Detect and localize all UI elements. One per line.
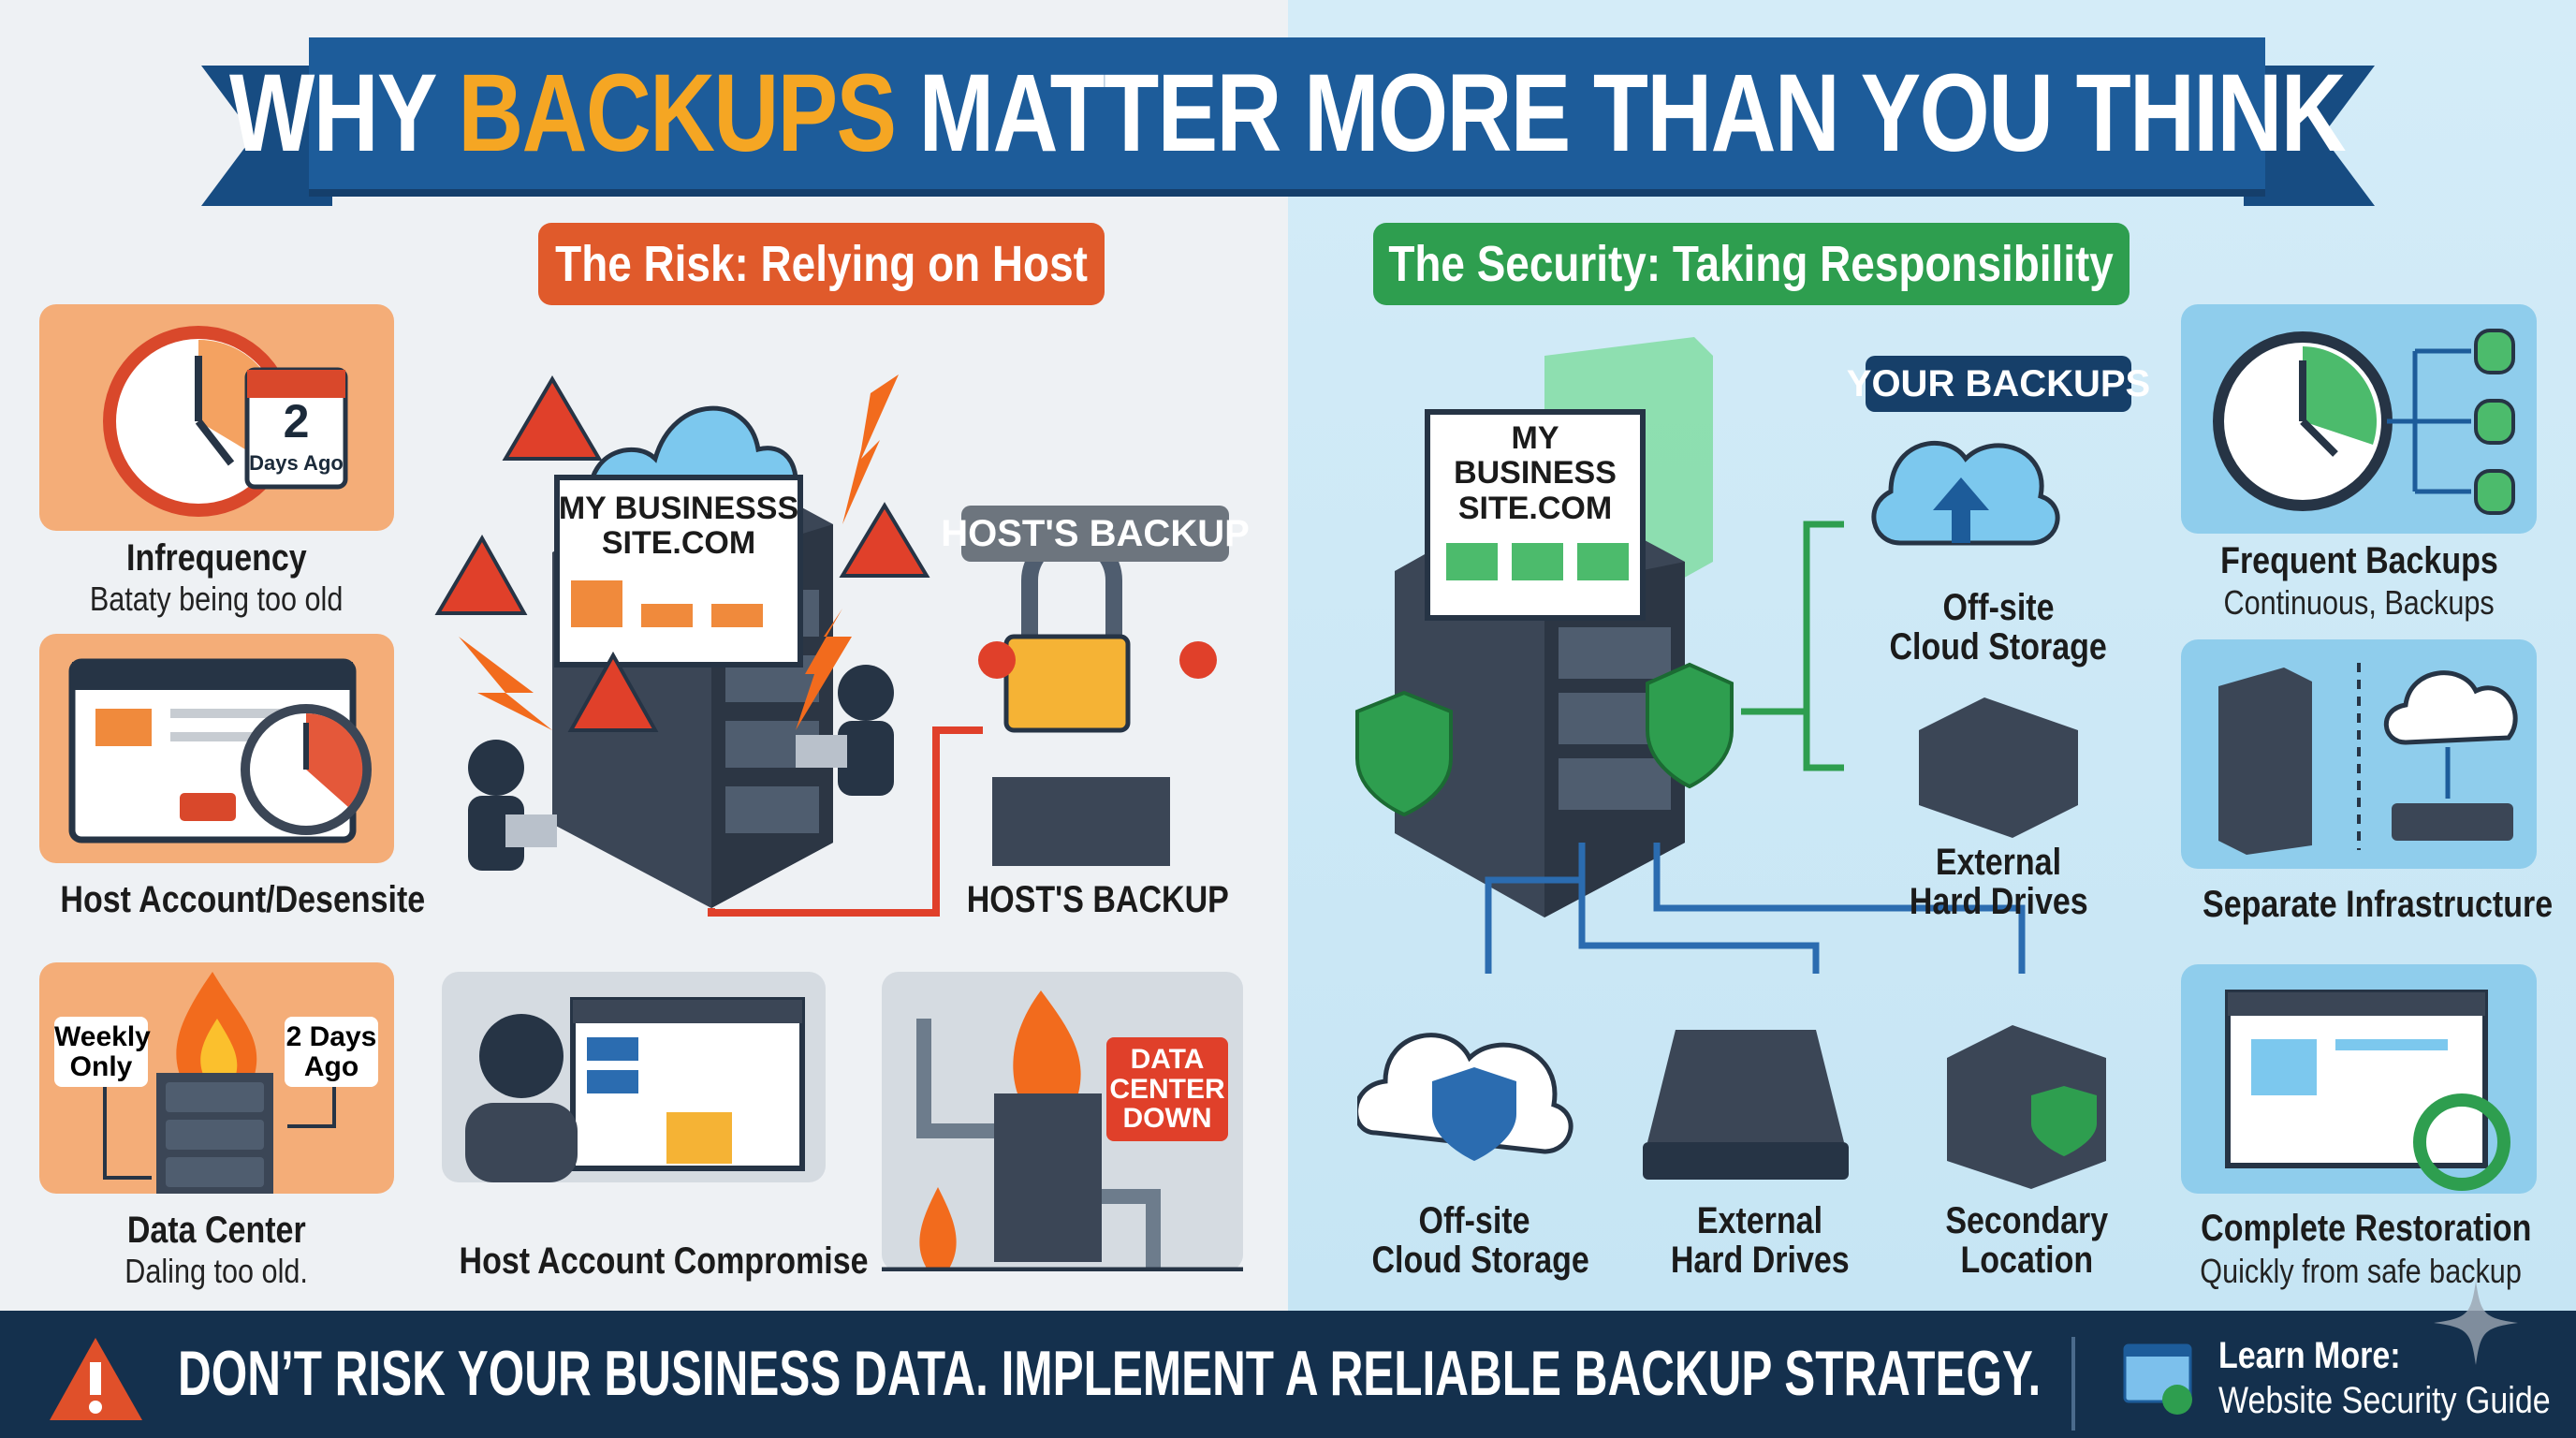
browser-timer-icon xyxy=(68,658,372,844)
website-security-guide-link[interactable]: Website Security Guide xyxy=(2218,1380,2551,1421)
separate-infrastructure-card xyxy=(2181,639,2537,869)
hosts-backup-badge: HOST'S BACKUP xyxy=(941,506,1250,562)
hacker-deleting-files-icon xyxy=(465,997,805,1182)
security-heading: The Security: Taking Responsibility xyxy=(1373,223,2130,305)
infrequency-card: 2 Days Ago xyxy=(39,304,394,531)
complete-restoration-title: Complete Restoration xyxy=(2201,1208,2532,1249)
data-center-fire-icon xyxy=(882,990,1243,1272)
compromised-server-illustration xyxy=(434,374,1217,917)
data-center-down-callout: DATA CENTER DOWN xyxy=(1106,1037,1228,1141)
warning-icon xyxy=(50,1338,142,1420)
frequent-backups-card xyxy=(2181,304,2537,534)
frequent-backups-title: Frequent Backups xyxy=(2219,540,2498,581)
frequent-backups-subtitle: Continuous, Backups xyxy=(2223,583,2495,622)
two-days-ago-tag: 2 Days Ago xyxy=(285,1017,378,1087)
backup-targets-icons xyxy=(1357,1025,2106,1189)
browser-restore-icon xyxy=(2225,990,2510,1191)
page-title: WHY BACKUPS MATTER MORE THAN YOU THINK xyxy=(229,51,2347,175)
server-cloud-icon xyxy=(2218,663,2518,855)
security-site-label: MY BUSINESS SITE.COM xyxy=(1454,420,1617,526)
data-center-subtitle: Daling too old. xyxy=(124,1252,309,1290)
title-banner: WHY BACKUPS MATTER MORE THAN YOU THINK xyxy=(229,37,2347,197)
host-account-card xyxy=(39,634,394,863)
infrequency-title: Infrequency xyxy=(126,537,307,579)
clock-calendar-icon xyxy=(103,326,348,517)
host-account-title: Host Account/Desensite xyxy=(60,879,426,920)
data-center-title: Data Center xyxy=(127,1210,306,1251)
calendar-text: Days Ago xyxy=(249,451,344,475)
risk-site-label: MY BUSINESSS SITE.COM xyxy=(558,491,799,562)
calendar-number: 2 xyxy=(283,395,310,448)
learn-more-label: Learn More: xyxy=(2218,1335,2401,1376)
your-backups-badge: YOUR BACKUPS xyxy=(1847,356,2150,412)
weekly-only-tag: Weekly Only xyxy=(54,1017,151,1087)
complete-restoration-subtitle: Quickly from safe backup xyxy=(2200,1252,2522,1290)
sparkle-icon xyxy=(2434,1281,2518,1365)
footer-message: DON’T RISK YOUR BUSINESS DATA. IMPLEMENT… xyxy=(178,1338,2042,1409)
host-compromise-title: Host Account Compromise xyxy=(459,1240,869,1282)
burning-server-icon xyxy=(103,972,336,1195)
clock-database-icon xyxy=(2213,329,2515,515)
footer-divider xyxy=(2071,1337,2075,1431)
infrequency-subtitle: Bataty being too old xyxy=(90,580,344,618)
separate-infrastructure-title: Separate Infrastructure xyxy=(2203,884,2554,925)
host-compromise-card xyxy=(442,972,826,1182)
protected-server-illustration xyxy=(1355,337,2078,974)
hosts-backup-label: HOST'S BACKUP xyxy=(966,879,1229,920)
website-guide-icon xyxy=(2123,1343,2192,1415)
data-center-card: Weekly Only 2 Days Ago xyxy=(39,962,394,1195)
data-center-down-card: DATA CENTER DOWN xyxy=(882,972,1243,1272)
risk-heading: The Risk: Relying on Host xyxy=(538,223,1105,305)
complete-restoration-card xyxy=(2181,964,2537,1194)
